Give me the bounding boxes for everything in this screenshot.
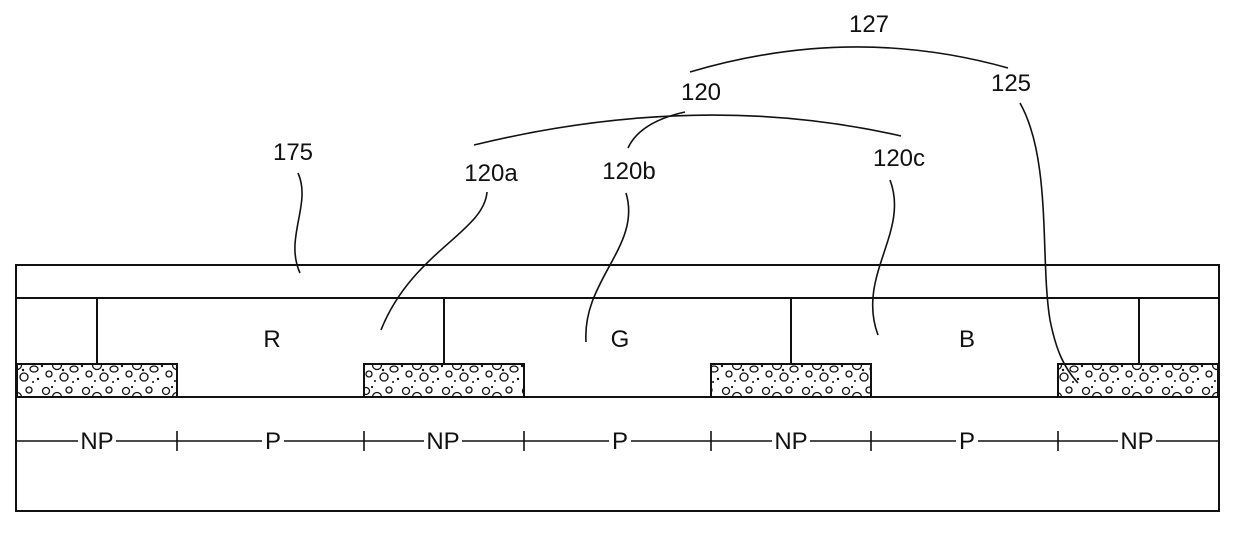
zone-label-np-3: NP xyxy=(774,428,807,455)
zone-label-np-1: NP xyxy=(80,428,113,455)
subpixel-green-label: G xyxy=(611,326,630,353)
bracket-120 xyxy=(474,115,901,145)
zone-label-np-2: NP xyxy=(426,428,459,455)
encapsulation-layer xyxy=(16,265,1219,298)
bank-pillar-1 xyxy=(17,364,177,397)
zone-label-p-1: P xyxy=(265,428,281,455)
zone-label-p-3: P xyxy=(959,428,975,455)
zone-label-p-2: P xyxy=(612,428,628,455)
ref-label-175: 175 xyxy=(273,139,313,166)
leader-125 xyxy=(1020,103,1078,383)
leader-120c xyxy=(873,180,895,335)
ref-label-120a: 120a xyxy=(464,160,518,187)
ref-label-120b: 120b xyxy=(602,158,655,185)
bank-pillar-3 xyxy=(711,364,871,397)
leader-175 xyxy=(295,173,302,273)
bank-pillar-2 xyxy=(364,364,524,397)
ref-label-127: 127 xyxy=(849,11,889,38)
leader-120a xyxy=(381,192,487,330)
zone-label-np-4: NP xyxy=(1120,428,1153,455)
ref-label-120: 120 xyxy=(681,79,721,106)
bank-pillar-4 xyxy=(1058,364,1218,397)
ref-label-120c: 120c xyxy=(873,145,925,172)
subpixel-blue-label: B xyxy=(959,326,975,353)
subpixel-red-label: R xyxy=(263,326,280,353)
ref-label-125: 125 xyxy=(991,70,1031,97)
bracket-127 xyxy=(690,47,1008,72)
